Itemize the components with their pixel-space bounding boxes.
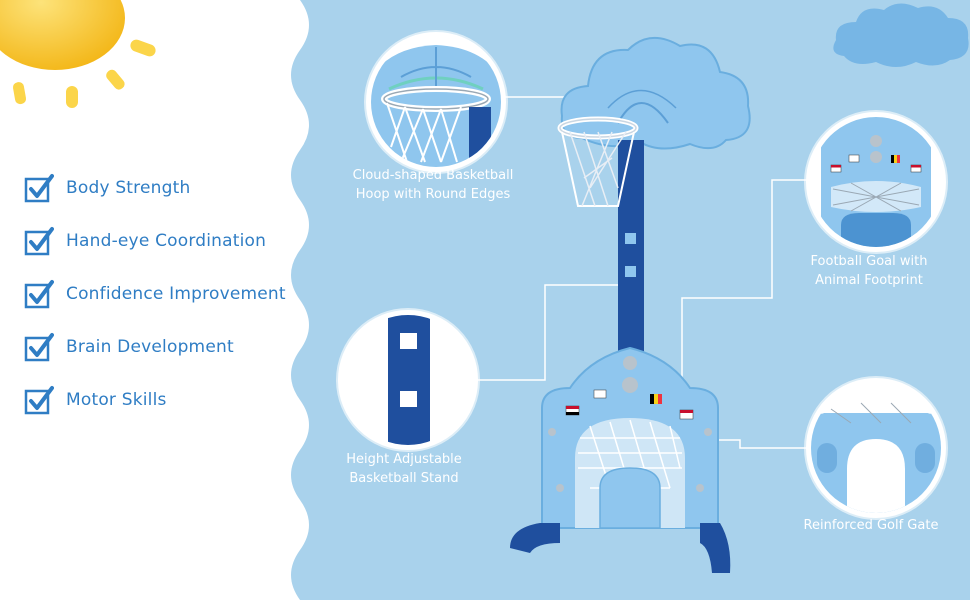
golf-closeup-circle [806,378,946,518]
cloud-decoration-icon [833,3,969,68]
stand-caption-line2: Basketball Stand [349,471,459,486]
hoop-caption-line2: Hoop with Round Edges [355,187,511,202]
stand-caption: Height Adjustable Basketball Stand [326,450,482,488]
checkbox-checked-icon [24,386,54,415]
golf-caption: Reinforced Golf Gate [790,516,952,535]
sun-icon [0,0,156,108]
benefit-label: Motor Skills [66,390,167,410]
hoop-net [561,131,635,207]
football-closeup-circle [806,112,946,252]
benefit-label: Hand-eye Coordination [66,231,267,251]
benefit-item: Confidence Improvement [24,276,286,312]
football-caption-line2: Animal Footprint [815,273,923,288]
stand-foot-left [510,523,560,553]
benefit-label: Confidence Improvement [66,284,286,304]
checkbox-checked-icon [24,227,54,256]
checkbox-checked-icon [24,174,54,203]
golf-caption-line1: Reinforced Golf Gate [803,518,939,533]
left-panel: Body Strength Hand-eye Coordination Conf… [0,0,330,600]
stand-foot-right [700,523,731,573]
benefit-item: Motor Skills [24,382,167,418]
football-caption-line1: Football Goal with [810,254,928,269]
checkbox-checked-icon [24,280,54,309]
hoop-caption-line1: Cloud-shaped Basketball [352,168,514,183]
sports-stand-illustration [510,37,751,573]
hoop-closeup-icon [371,37,501,167]
football-closeup-icon [811,117,941,247]
benefit-label: Body Strength [66,178,191,198]
benefit-item: Brain Development [24,329,234,365]
benefit-label: Brain Development [66,337,234,357]
wavy-panel-shape [0,0,309,600]
football-caption: Football Goal with Animal Footprint [794,252,944,290]
stand-closeup-circle [338,310,478,450]
benefit-item: Hand-eye Coordination [24,223,266,259]
hoop-caption: Cloud-shaped Basketball Hoop with Round … [340,166,526,204]
stand-closeup-icon [343,315,473,445]
stand-pole [618,140,644,370]
benefit-item: Body Strength [24,170,190,206]
stand-caption-line1: Height Adjustable [346,452,462,467]
hoop-closeup-circle [366,32,506,172]
checkbox-checked-icon [24,333,54,362]
golf-closeup-icon [811,383,941,513]
